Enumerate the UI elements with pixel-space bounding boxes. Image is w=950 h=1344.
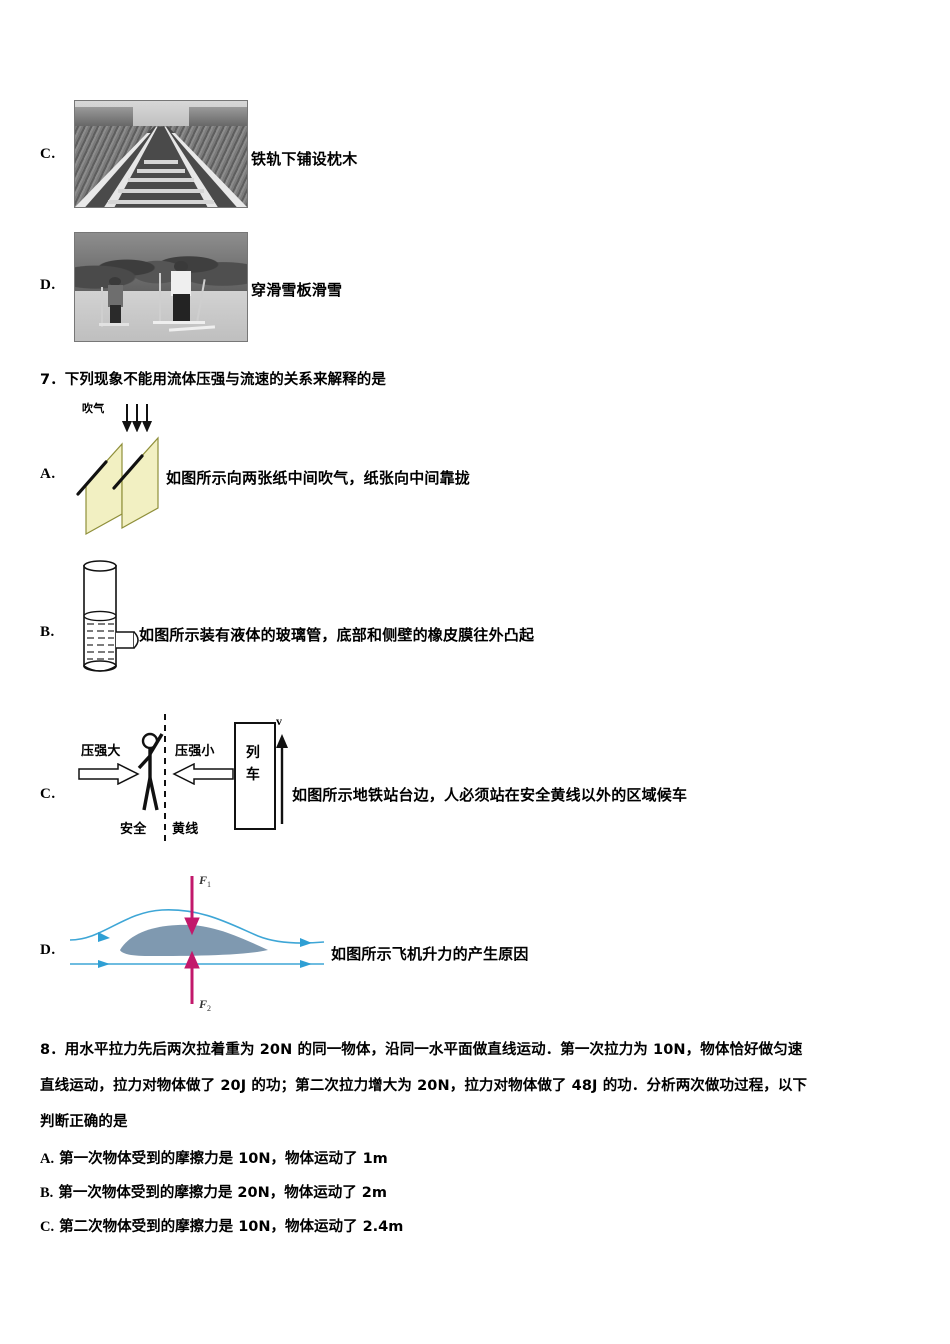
skiing-photo [74,232,248,342]
q6-option-d-label: D. [40,277,56,293]
q8-option-b: B. 第一次物体受到的摩擦力是 20N，物体运动了 2m [40,1181,387,1202]
train-box [234,722,276,830]
svg-text:F: F [198,873,207,887]
pressure-low-label: 压强小 [175,744,215,759]
question8-stem-line-1: 8．用水平拉力先后两次拉着重为 20N 的同一物体，沿同一水平面做直线运动．第一… [40,1038,802,1059]
q7-option-a-label: A. [40,466,56,482]
person-stick-figure-icon [137,732,164,811]
question8-number: 8． [40,1042,65,1058]
question7-number: 7． [40,372,65,388]
question8-stem-line-2: 直线运动，拉力对物体做了 20J 的功；第二次拉力增大为 20N，拉力对物体做了… [40,1078,808,1094]
safety-label: 安全 [120,822,147,837]
pressure-low-arrow-icon [172,763,234,785]
q8-option-c: C. 第二次物体受到的摩擦力是 10N，物体运动了 2.4m [40,1215,403,1236]
q8-option-a: A. 第一次物体受到的摩擦力是 10N，物体运动了 1m [40,1147,388,1168]
glass-tube-figure [83,560,139,672]
q6-option-d-caption: 穿滑雪板滑雪 [251,281,343,299]
velocity-label: v [276,714,282,728]
svg-text:2: 2 [207,1004,211,1013]
question7-stem-text: 下列现象不能用流体压强与流速的关系来解释的是 [64,372,386,388]
svg-text:F: F [198,997,207,1011]
q7-option-d-caption: 如图所示飞机升力的产生原因 [331,945,529,963]
q8-option-b-text: 第一次物体受到的摩擦力是 20N，物体运动了 2m [58,1185,387,1201]
q6-option-c-label: C. [40,146,56,162]
question7-stem: 7．下列现象不能用流体压强与流速的关系来解释的是 [40,368,386,389]
q6-option-c-caption: 铁轨下铺设枕木 [251,150,358,168]
paper-sheets-icon [76,436,159,536]
q7-option-c-caption: 如图所示地铁站台边，人必须站在安全黄线以外的区域候车 [292,786,688,804]
q8-option-b-label: B. [40,1185,54,1201]
airfoil-lift-figure: F 1 F 2 [69,873,325,1013]
q7-option-c-label: C. [40,786,56,802]
q8-option-c-text: 第二次物体受到的摩擦力是 10N，物体运动了 2.4m [59,1219,404,1235]
q7-option-b-label: B. [40,624,55,640]
svg-text:1: 1 [207,880,211,889]
subway-platform-figure: 压强大 压强小 列车 v 安全 黄线 [78,714,293,842]
yellow-line-label: 黄线 [172,822,199,837]
q7-option-d-label: D. [40,942,56,958]
q8-option-a-text: 第一次物体受到的摩擦力是 10N，物体运动了 1m [59,1151,388,1167]
train-label: 列车 [245,745,261,783]
q7-option-a-caption: 如图所示向两张纸中间吹气，纸张向中间靠拢 [166,469,471,487]
pressure-high-arrow-icon [78,763,140,785]
q8-option-c-label: C. [40,1219,55,1235]
question8-stem-line-3: 判断正确的是 [40,1114,128,1130]
pressure-high-label: 压强大 [81,744,121,759]
air-flow-arrows-icon [122,404,153,432]
question8-stem-text-1: 用水平拉力先后两次拉着重为 20N 的同一物体，沿同一水平面做直线运动．第一次拉… [64,1042,803,1058]
q7-option-b-caption: 如图所示装有液体的玻璃管，底部和侧壁的橡皮膜往外凸起 [139,626,535,644]
two-paper-sheets-figure: 吹气 [70,400,190,540]
train-velocity-arrow-icon [276,734,288,824]
railway-sleepers-photo [74,100,248,208]
blow-label: 吹气 [82,402,105,415]
q8-option-a-label: A. [40,1151,55,1167]
